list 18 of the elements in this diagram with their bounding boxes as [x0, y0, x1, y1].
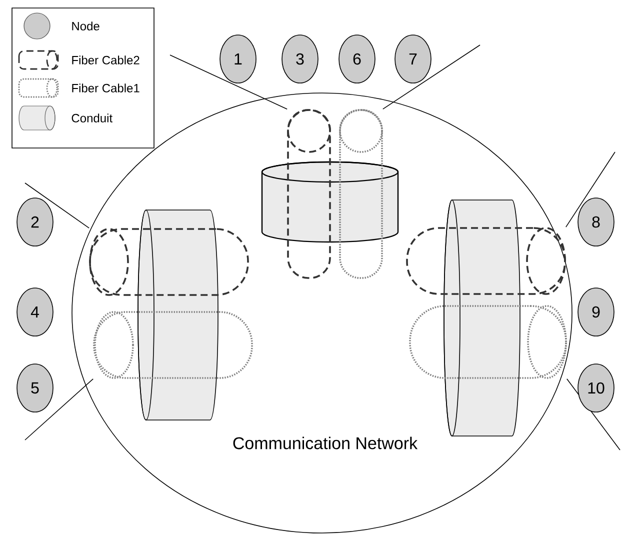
cable-drawing	[406, 227, 566, 295]
leader-line	[24, 378, 94, 440]
conduit-drawing	[138, 210, 218, 420]
cable-drawing	[409, 305, 567, 379]
cable-drawing	[89, 228, 249, 296]
leader-line	[566, 152, 616, 228]
leader-line	[170, 54, 288, 110]
leader-line	[24, 182, 90, 228]
leader-line	[382, 44, 480, 110]
cable-drawing	[93, 311, 253, 379]
cable-drawing	[339, 109, 383, 279]
legend-label: Node	[72, 22, 100, 30]
legend-label: Fiber Cable2	[72, 56, 140, 64]
legend-label: Fiber Cable1	[72, 84, 140, 92]
conduit-drawing	[444, 200, 520, 436]
conduit-drawing	[261, 161, 399, 243]
legend-label: Conduit	[72, 114, 112, 122]
cable-drawing	[287, 109, 331, 279]
